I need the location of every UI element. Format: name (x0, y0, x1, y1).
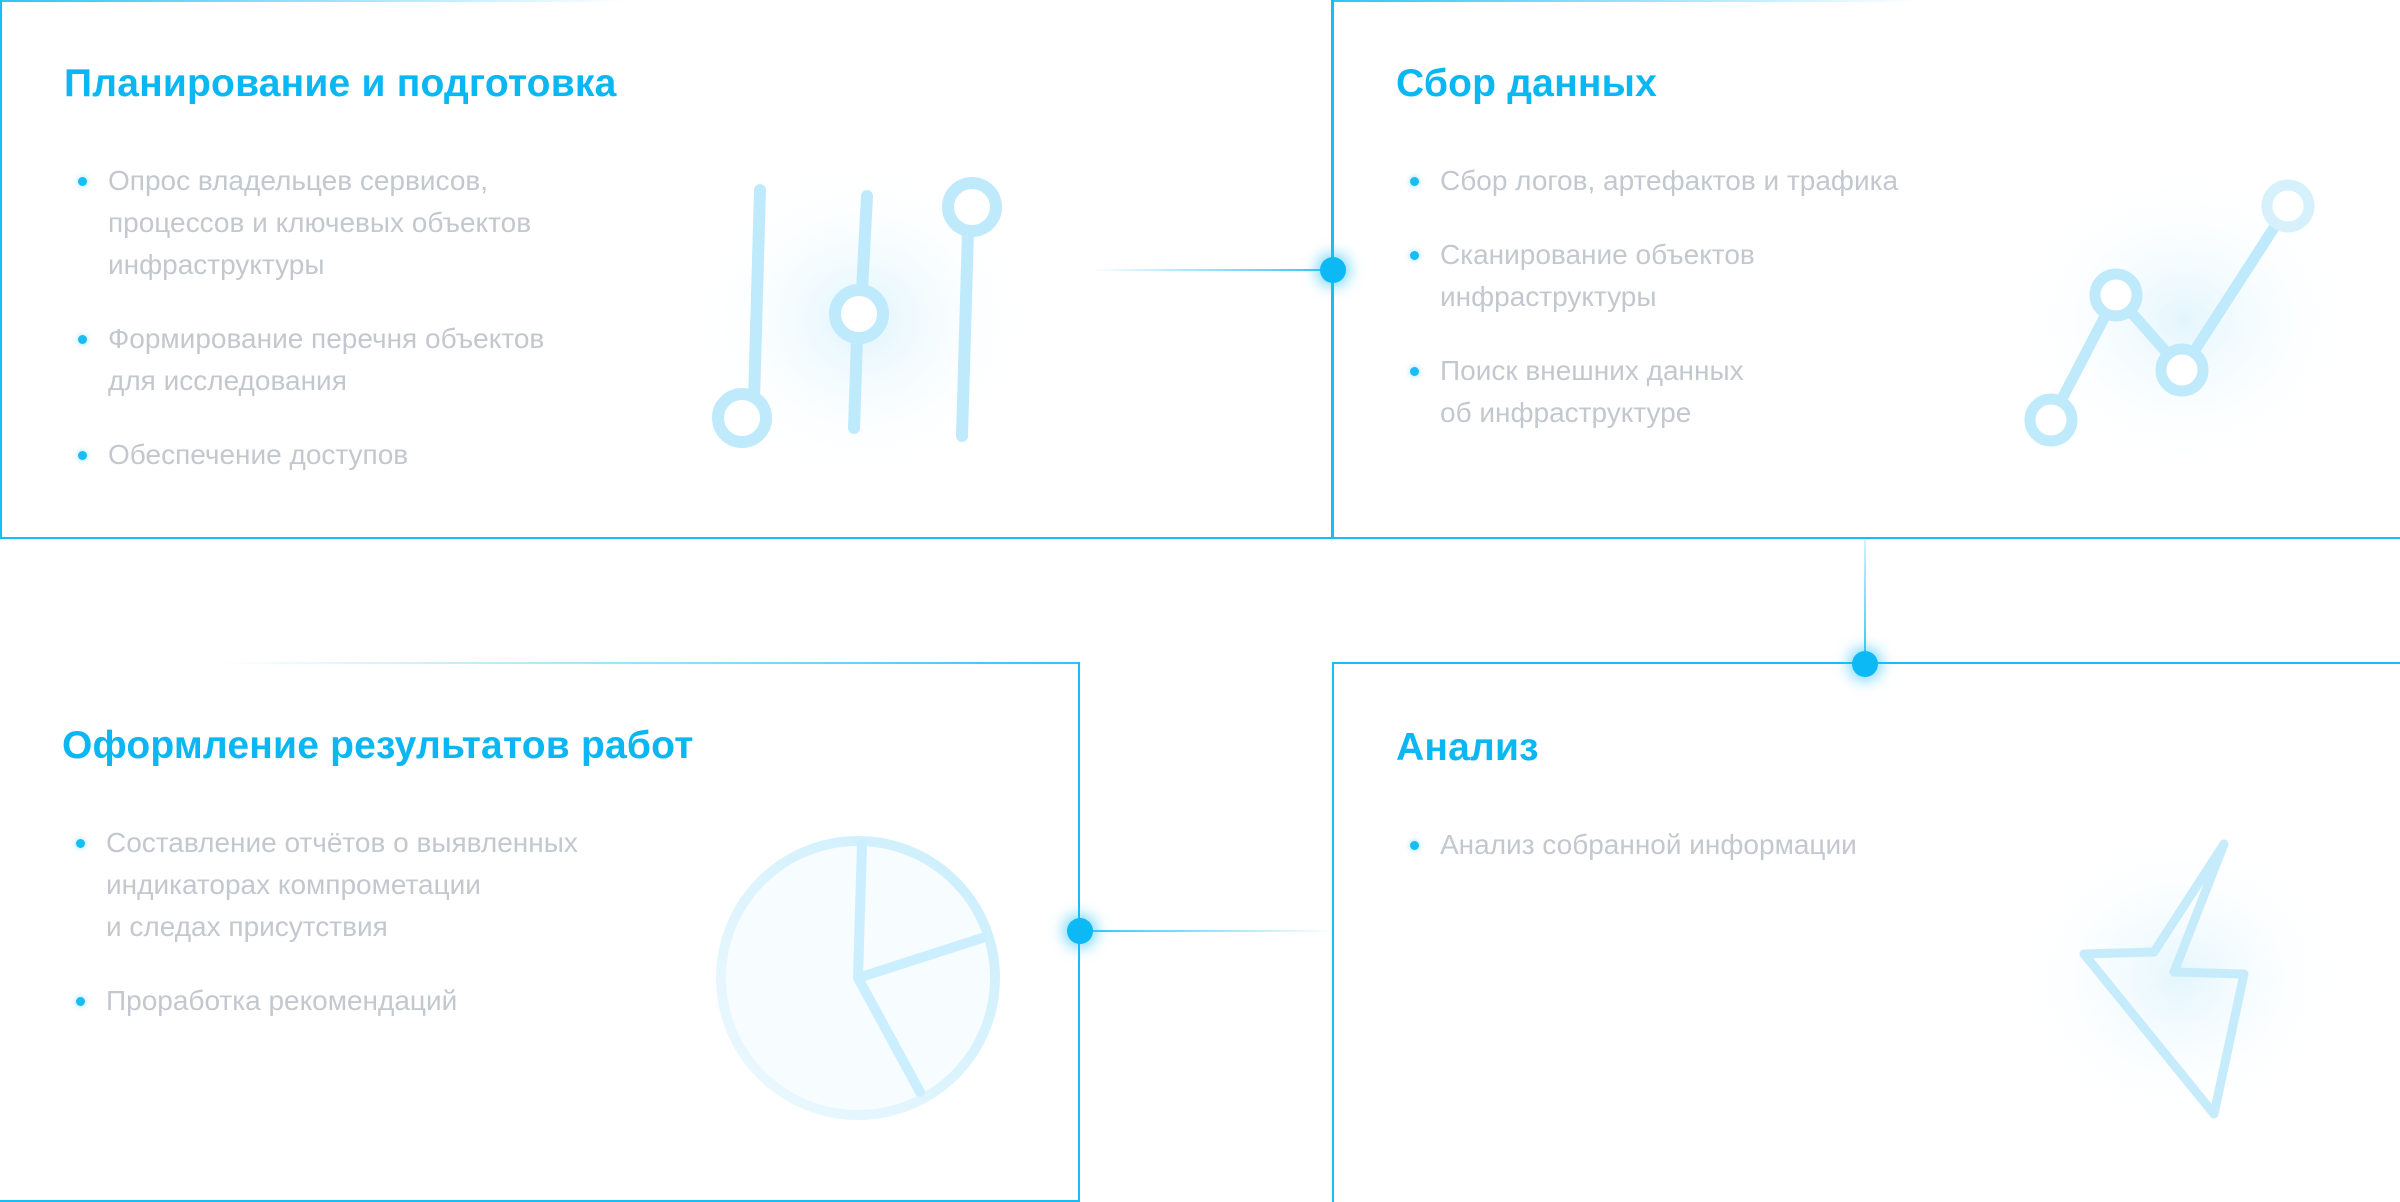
list-item: Составление отчётов о выявленных индикат… (62, 822, 682, 948)
bullet-dot (76, 997, 85, 1006)
bullet-dot (78, 177, 87, 186)
bullet-list: Опрос владельцев сервисов, процессов и к… (64, 160, 684, 508)
list-item-text: Опрос владельцев сервисов, процессов и к… (108, 165, 532, 280)
connector-collect-analysis (1864, 540, 1866, 664)
list-item-text: Сканирование объектов инфраструктуры (1440, 239, 1755, 312)
card-data-collection: Сбор данных Сбор логов, артефактов и тра… (1332, 0, 2400, 539)
connector-node-analysis-results (1067, 918, 1093, 944)
bullet-list: Сбор логов, артефактов и трафика Сканиро… (1396, 160, 2016, 466)
list-item-text: Анализ собранной информации (1440, 829, 1857, 860)
bullet-dot (78, 451, 87, 460)
card-title: Анализ (1396, 726, 1539, 769)
list-item-text: Формирование перечня объектов для исслед… (108, 323, 545, 396)
bullet-dot (76, 839, 85, 848)
list-item-text: Поиск внешних данных об инфраструктуре (1440, 355, 1744, 428)
list-item-text: Проработка рекомендаций (106, 985, 458, 1016)
pie-chart-icon (716, 836, 1000, 1120)
list-item: Обеспечение доступов (64, 434, 684, 476)
sliders-icon (692, 160, 1032, 480)
list-item: Опрос владельцев сервисов, процессов и к… (64, 160, 684, 286)
list-item-text: Обеспечение доступов (108, 439, 409, 470)
card-title: Планирование и подготовка (64, 62, 617, 105)
connector-node-plan-collect (1320, 257, 1346, 283)
bullet-dot (78, 335, 87, 344)
line-graph-icon (2014, 170, 2354, 470)
bullet-dot (1410, 177, 1419, 186)
connector-node-collect-analysis (1852, 651, 1878, 677)
bullet-dot (1410, 251, 1419, 260)
connector-analysis-results (1080, 930, 1332, 932)
list-item: Поиск внешних данных об инфраструктуре (1396, 350, 2016, 434)
list-item: Анализ собранной информации (1396, 824, 2016, 866)
card-title: Сбор данных (1396, 62, 1657, 105)
lightning-icon (2014, 829, 2344, 1129)
list-item: Формирование перечня объектов для исслед… (64, 318, 684, 402)
list-item: Сканирование объектов инфраструктуры (1396, 234, 2016, 318)
bullet-list: Анализ собранной информации (1396, 824, 2016, 898)
card-results: Оформление результатов работ Составление… (0, 662, 1080, 1202)
bullet-dot (1410, 367, 1419, 376)
card-analysis: Анализ Анализ собранной информации (1332, 662, 2400, 1202)
card-title: Оформление результатов работ (62, 724, 694, 767)
list-item-text: Сбор логов, артефактов и трафика (1440, 165, 1899, 196)
card-planning: Планирование и подготовка Опрос владельц… (0, 0, 1333, 539)
bullet-list: Составление отчётов о выявленных индикат… (62, 822, 682, 1054)
list-item-text: Составление отчётов о выявленных индикат… (106, 827, 578, 942)
list-item: Сбор логов, артефактов и трафика (1396, 160, 2016, 202)
list-item: Проработка рекомендаций (62, 980, 682, 1022)
bullet-dot (1410, 841, 1419, 850)
